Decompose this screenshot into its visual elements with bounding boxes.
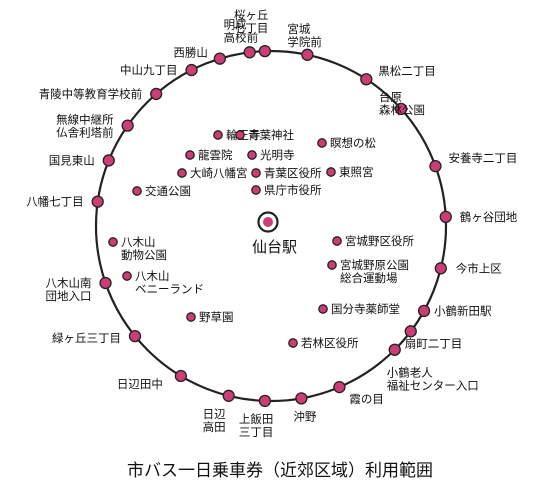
inner-stop-label: 八木山ベニーランド [135,269,204,296]
inner-stop-label: 東照宮 [339,165,374,179]
inner-stop-marker[interactable] [132,186,142,196]
ring-stop-marker[interactable] [258,44,272,58]
ring-stop-marker[interactable] [174,369,188,383]
inner-stop-marker[interactable] [317,138,327,148]
ring-stop-marker[interactable] [295,392,308,405]
inner-stop-label: 国分寺薬師堂 [331,302,400,316]
ring-stop-label: 上飯田三丁目 [239,412,273,439]
ring-stop-marker[interactable] [121,119,134,132]
inner-stop-marker[interactable] [318,304,328,314]
ring-stop-marker[interactable] [91,195,104,208]
ring-stop-marker[interactable] [102,154,115,167]
inner-stop-marker[interactable] [327,260,337,270]
inner-stop-marker[interactable] [177,168,187,178]
ring-stop-label: 小鶴老人福祉センター入口 [387,366,479,393]
ring-stop-marker[interactable] [333,380,346,394]
ring-stop-marker[interactable] [360,73,373,86]
inner-stop-label: 光明寺 [260,148,295,162]
ring-stop-label: 安養寺二丁目 [448,151,517,165]
ring-stop-label: 西勝山 [173,46,208,60]
ring-stop-marker[interactable] [150,87,163,101]
ring-stop-label: 扇町二丁目 [405,336,463,350]
inner-stop-label: 宮城野区役所 [345,234,414,248]
ring-stop-label: 八木山南団地入口 [46,276,92,303]
inner-stop-label: 若林区役所 [301,336,359,350]
ring-stops: 桜ヶ丘七丁目宮城学院前黒松二丁目台原森林公園安養寺二丁目鶴ヶ谷団地今市上区小鶴新… [26,8,518,439]
inner-stop-marker[interactable] [186,312,196,322]
inner-stop-label: 大崎八幡宮 [190,166,248,180]
ring-stop-marker[interactable] [222,389,235,402]
ring-stop-marker[interactable] [243,46,256,59]
ring-stop-label: 小鶴新田駅 [434,304,492,318]
inner-stop-label: 瞑想の松 [330,136,376,150]
inner-stop-marker[interactable] [185,150,195,160]
inner-stop-marker[interactable] [235,130,245,140]
inner-stop-label: 八木山動物公園 [121,235,167,262]
ring-stop-label: 八幡七丁目 [26,195,84,209]
inner-stop-label: 交通公園 [145,184,191,198]
inner-stop-label: 龍雲院 [198,148,233,162]
ring-stop-label: 無線中継所仏舎利塔前 [56,113,114,140]
ring-stop-label: 日辺田中 [117,377,163,391]
ring-stop-label: 青陵中等教育学校前 [39,87,143,101]
ring-stop-label: 国見東山 [49,153,95,167]
ring-stop-label: 黒松二丁目 [378,64,436,78]
map-title: 市バス一日乗車券（近郊区域）利用範囲 [127,461,433,481]
sendai-station-marker[interactable] [257,211,279,233]
inner-stop-marker[interactable] [251,185,261,195]
ring-stop-label: 中山九丁目 [120,63,178,77]
ring-stop-label: 明成高校前 [224,17,258,44]
ring-stop-marker[interactable] [388,343,401,356]
ring-stop-marker[interactable] [417,304,431,317]
ring-stop-marker[interactable] [404,325,417,338]
ring-stop-label: 台原森林公園 [379,90,425,117]
inner-stop-label: 宮城野原公園総合運動場 [340,258,409,285]
inner-stop-label: 野草園 [199,310,234,324]
inner-stop-label: 青葉神社 [248,128,294,142]
ring-stop-label: 霞の目 [349,392,384,406]
ring-stop-label: 緑ヶ丘三丁目 [52,331,121,345]
ring-stop-marker[interactable] [258,394,272,408]
ring-stop-label: 日辺高田 [203,407,226,434]
ring-stop-label: 宮城学院前 [287,22,322,49]
inner-stop-marker[interactable] [251,168,261,178]
ring-stop-marker[interactable] [128,329,142,343]
ring-stop-marker[interactable] [185,63,198,77]
inner-stop-marker[interactable] [288,338,298,348]
sendai-station-label: 仙台駅 [252,238,297,256]
ring-stop-marker[interactable] [394,102,408,116]
inner-stop-marker[interactable] [326,167,336,177]
inner-stop-marker[interactable] [108,237,118,247]
ring-stop-label: 桜ヶ丘七丁目 [234,8,268,35]
inner-stop-marker[interactable] [247,150,257,160]
ring-stop-marker[interactable] [301,48,314,61]
inner-stop-marker[interactable] [122,271,132,281]
ring-stop-label: 沖野 [293,409,316,423]
ring-stop-marker[interactable] [99,276,112,290]
ring-stop-marker[interactable] [434,262,447,275]
ring-stop-marker[interactable] [439,210,452,223]
inner-stop-label: 県庁市役所 [264,183,322,197]
ring-stop-label: 鶴ヶ谷団地 [460,210,518,224]
ring-stop-marker[interactable] [213,52,226,65]
ring-stop-marker[interactable] [429,159,442,173]
inner-stop-label: 青葉区役所 [264,166,322,180]
ring-stop-label: 今市上区 [456,261,502,275]
inner-stops: 輪王寺青葉神社瞑想の松龍雲院光明寺大崎八幡宮青葉区役所東照宮交通公園県庁市役所八… [108,128,414,350]
inner-stop-marker[interactable] [332,236,342,246]
inner-stop-marker[interactable] [213,130,223,140]
